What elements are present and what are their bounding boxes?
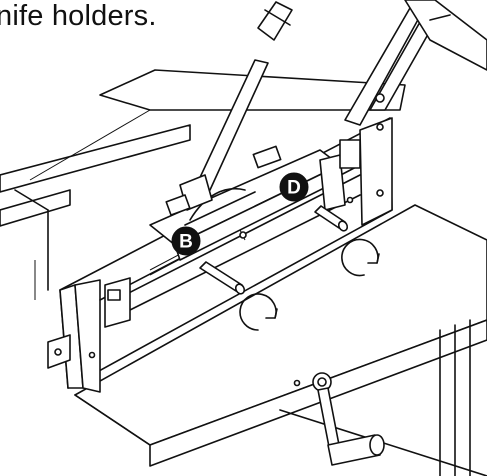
rods: [199, 205, 349, 295]
callout-b-label: B: [179, 232, 193, 253]
callout-d: D: [279, 172, 309, 202]
lever-handle: [165, 1, 293, 216]
crank-handle: [312, 372, 385, 466]
callout-b: B: [171, 226, 201, 256]
rotation-arrow-left: [239, 293, 278, 331]
rotation-arrow-right: [341, 238, 380, 277]
callout-d-label: D: [287, 178, 301, 199]
caption-text: nife holders.: [0, 0, 157, 32]
upper-arm: [344, 0, 487, 126]
left-bracket: [47, 277, 131, 369]
